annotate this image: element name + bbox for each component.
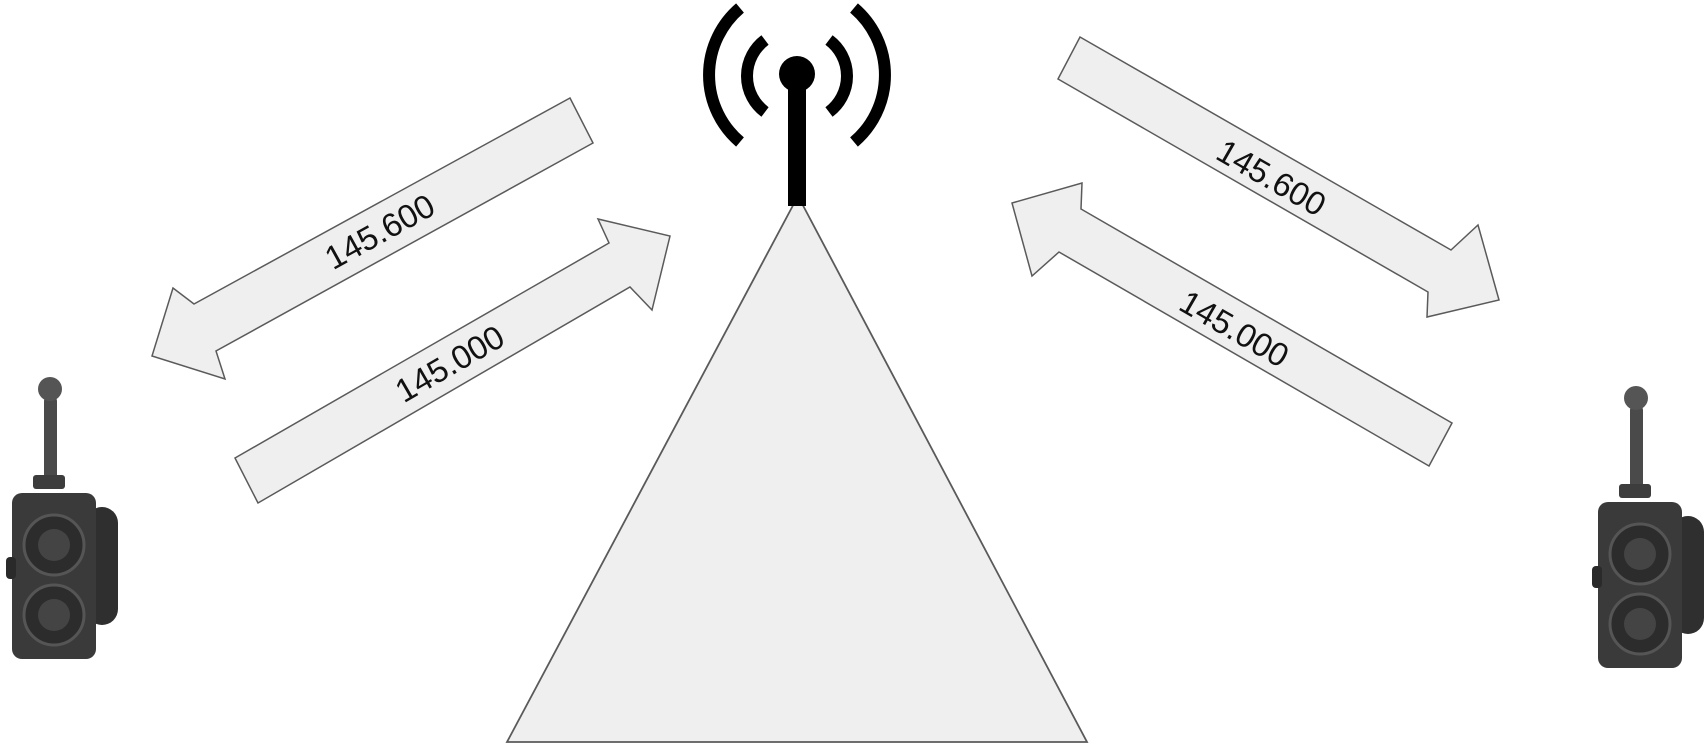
radio-antenna-base (33, 475, 65, 489)
radio-speaker-center (1624, 538, 1656, 570)
radio-side-button (1592, 566, 1602, 588)
radio-mic-center (1624, 608, 1656, 640)
arrow-shape (1011, 181, 1454, 468)
arrow-shape (151, 96, 594, 381)
radio-antenna (1630, 406, 1643, 488)
radio-antenna-tip (38, 377, 62, 401)
radio-antenna-tip (1624, 386, 1648, 410)
radio-side-button (6, 557, 16, 579)
radio-speaker-center (38, 529, 70, 561)
radio-mic-center (38, 599, 70, 631)
repeater-tower (505, 3, 1089, 743)
tower-triangle (505, 194, 1089, 743)
signal-wave-right-outer (850, 3, 891, 147)
arrow-shape (1057, 35, 1500, 318)
signal-wave-left-inner (741, 35, 769, 117)
arrow-shape (234, 217, 671, 505)
signal-wave-left-outer (703, 3, 744, 147)
radio-antenna-base (1619, 484, 1651, 498)
walkie-talkie-icon (6, 377, 118, 659)
antenna-mast (788, 80, 806, 206)
radio-antenna (44, 397, 57, 479)
walkie-talkie-icon (1592, 386, 1704, 668)
antenna-icon (703, 3, 891, 206)
antenna-tip (779, 56, 815, 92)
signal-wave-right-inner (825, 35, 853, 117)
